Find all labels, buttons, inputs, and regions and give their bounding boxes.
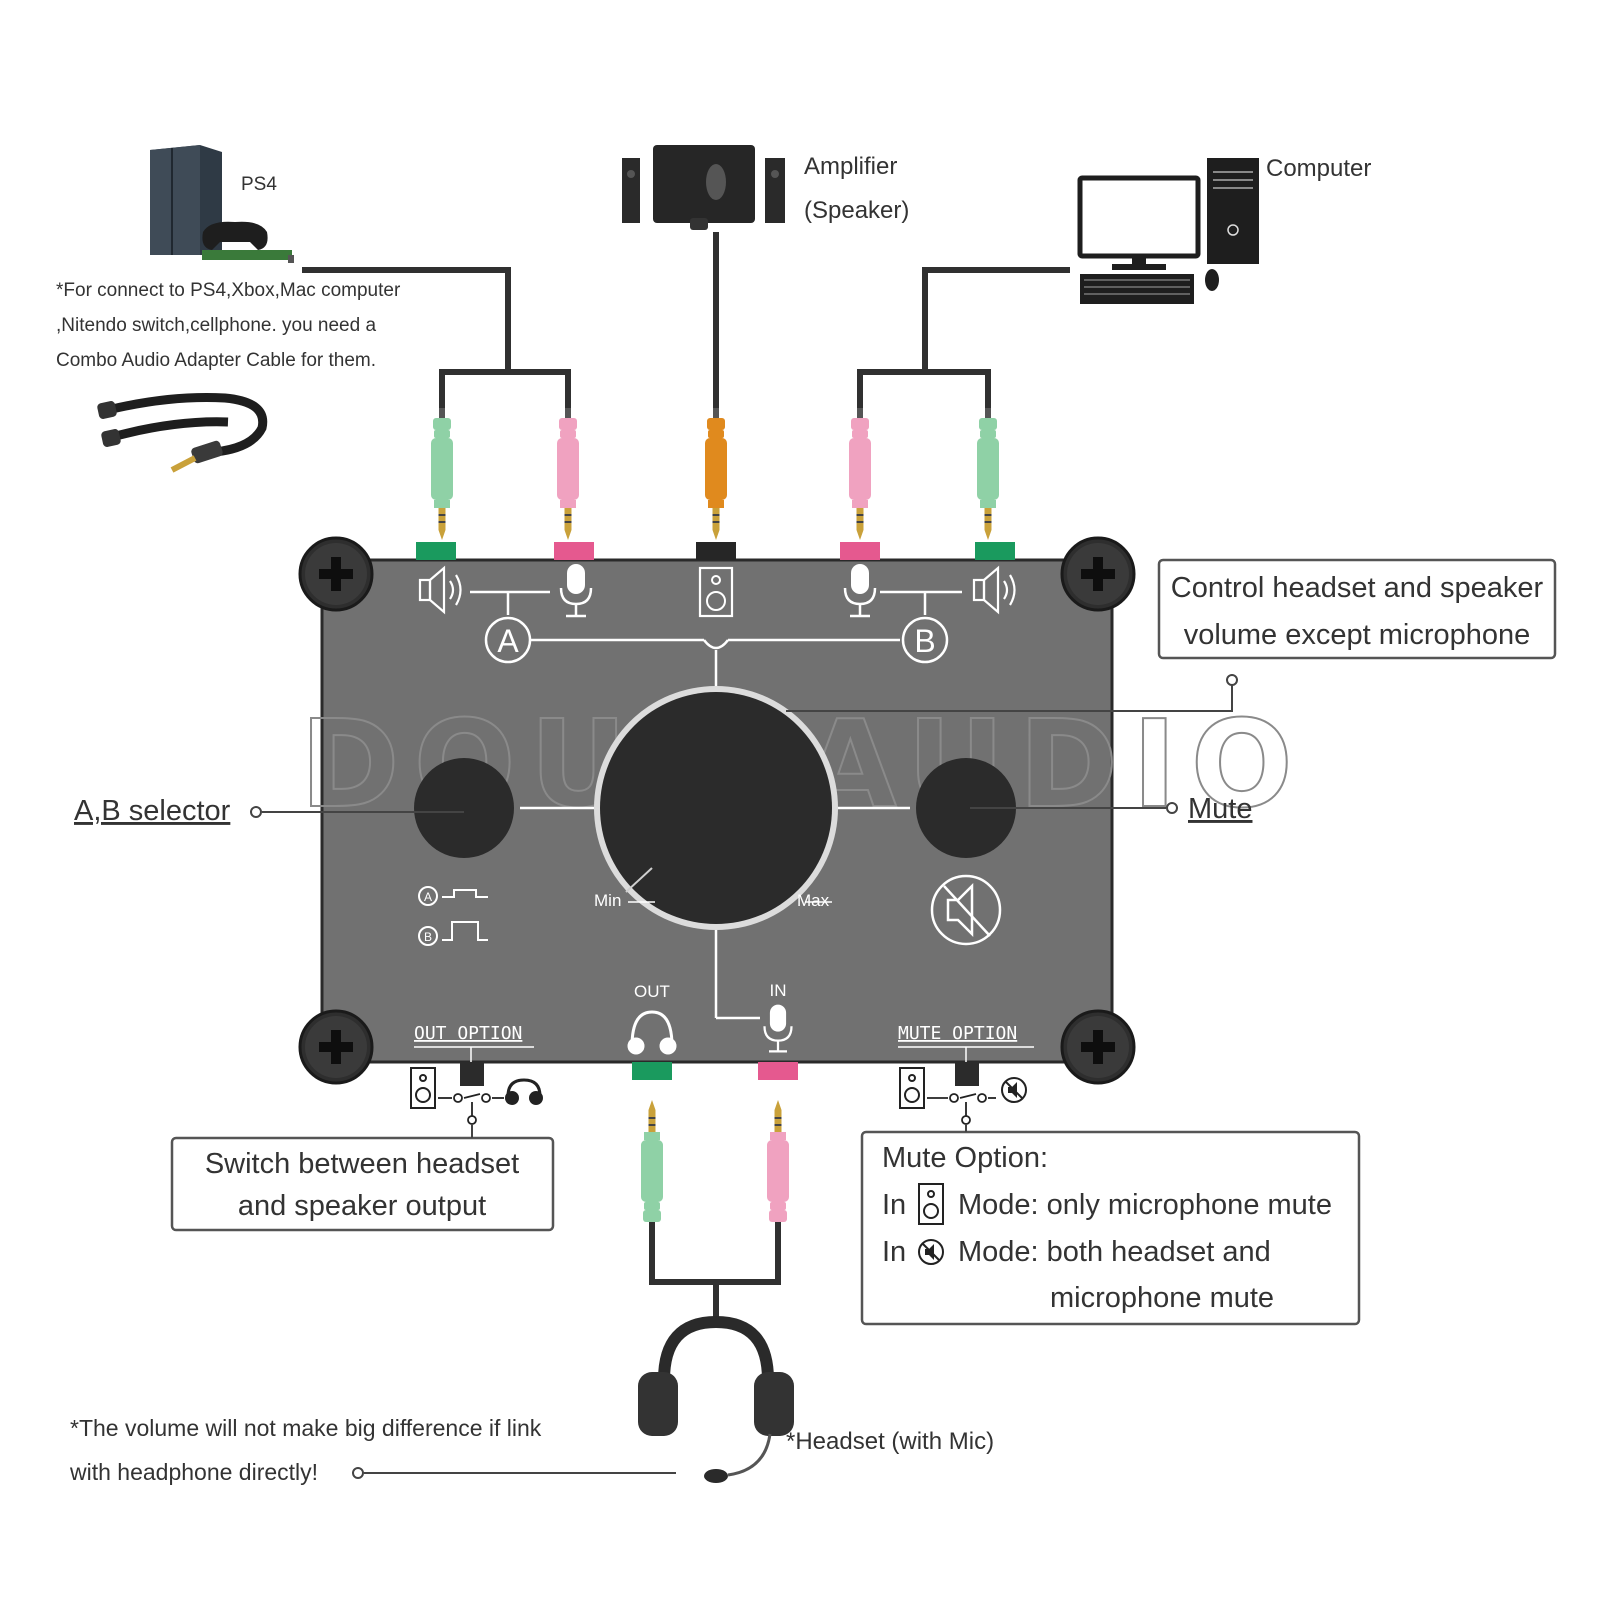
volume-callout: Control headset and speaker volume excep… <box>786 558 1557 712</box>
mute-option-callout: Mute Option: In Mode: only microphone mu… <box>860 1124 1361 1326</box>
mute-option-line-1: Mode: only microphone mute <box>958 1189 1332 1221</box>
ab-selector-callout: A,B selector <box>74 795 464 827</box>
top-cables <box>302 232 1070 422</box>
mute-option-label: MUTE OPTION <box>898 1023 1017 1044</box>
plug-green-a <box>431 408 453 540</box>
port-in-label: IN <box>770 981 787 1000</box>
plug-green-headset <box>641 1100 663 1232</box>
computer-icon <box>1077 158 1259 304</box>
channel-a-badge: A <box>484 616 532 664</box>
port-b-mic[interactable] <box>840 542 880 560</box>
panel-top-lines <box>470 590 962 1020</box>
channel-b-letter: B <box>914 623 935 659</box>
plug-pink-headset <box>767 1100 789 1232</box>
out-switch-callout-line-1: Switch between headset <box>205 1148 519 1180</box>
ps4-note-line-3: Combo Audio Adapter Cable for them. <box>56 350 376 371</box>
bottom-cables <box>649 1222 781 1322</box>
volume-indicator <box>625 867 653 893</box>
ab-selector-state-icons <box>418 886 488 946</box>
mute-option-switch-contacts <box>927 1093 996 1125</box>
port-a-mic[interactable] <box>554 542 594 560</box>
ps4-note-line-2: ,Nitendo switch,cellphone. you need a <box>56 315 376 336</box>
channel-b-badge: B <box>901 616 949 664</box>
volume-max-label: Max <box>797 891 830 910</box>
port-out-label: OUT <box>634 982 670 1001</box>
screw-top-left-icon <box>298 536 374 612</box>
screw-bottom-left-icon <box>298 1009 374 1085</box>
screw-bottom-right-icon <box>1060 1009 1136 1085</box>
mute-option-mute-icon <box>1001 1077 1027 1103</box>
mute-option-speaker-icon <box>899 1067 925 1109</box>
screw-top-right-icon <box>1060 536 1136 612</box>
port-a-headphone[interactable] <box>416 542 456 560</box>
out-switch-callout: Switch between headset and speaker outpu… <box>170 1124 555 1232</box>
mute-option-line-3: microphone mute <box>1050 1282 1274 1314</box>
mute-option-line-2: Mode: both headset and <box>958 1236 1271 1268</box>
footnote: *The volume will not make big difference… <box>69 1415 676 1485</box>
mute-option-in-2: In <box>882 1236 906 1268</box>
mute-speaker-icon <box>930 874 1002 946</box>
computer-label: Computer <box>1266 155 1371 182</box>
combo-adapter-cable-icon <box>97 393 268 473</box>
plug-pink-b <box>849 408 871 540</box>
headphone-out-icon <box>627 1010 677 1055</box>
footnote-line-2: with headphone directly! <box>69 1459 318 1485</box>
volume-callout-line-1: Control headset and speaker <box>1171 572 1544 604</box>
out-switch-callout-line-2: and speaker output <box>238 1190 486 1222</box>
out-option-label: OUT OPTION <box>414 1023 522 1044</box>
mute-option-in-1: In <box>882 1189 906 1221</box>
amplifier-sub-label: (Speaker) <box>804 197 909 224</box>
volume-knob[interactable] <box>600 692 832 924</box>
plug-green-b <box>977 408 999 540</box>
mute-option-title: Mute Option: <box>882 1142 1048 1174</box>
port-headset-out[interactable] <box>632 1062 672 1080</box>
mute-label: Mute <box>1188 793 1252 825</box>
footnote-line-1: *The volume will not make big difference… <box>70 1415 542 1441</box>
amplifier-speaker-icon <box>622 145 785 230</box>
headset-icon <box>638 1315 794 1483</box>
plug-orange-speaker <box>705 408 727 540</box>
out-option-switch[interactable] <box>460 1062 484 1086</box>
port-speaker[interactable] <box>696 542 736 560</box>
out-option-headphone-icon <box>505 1078 543 1105</box>
channel-a-letter: A <box>497 623 519 659</box>
ab-state-a-letter: A <box>424 890 432 904</box>
volume-callout-line-2: volume except microphone <box>1184 619 1531 651</box>
ps4-console-icon <box>150 145 294 263</box>
out-option-switch-contacts <box>438 1093 504 1125</box>
ab-state-b-letter: B <box>424 930 432 944</box>
mute-knob[interactable] <box>916 758 1016 858</box>
ps4-label: PS4 <box>241 174 277 195</box>
port-mic-in[interactable] <box>758 1062 798 1080</box>
mute-callout: Mute <box>970 793 1252 825</box>
volume-min-label: Min <box>594 891 621 910</box>
port-b-headphone[interactable] <box>975 542 1015 560</box>
mute-option-switch[interactable] <box>955 1062 979 1086</box>
ab-selector-knob[interactable] <box>414 758 514 858</box>
headset-label: *Headset (with Mic) <box>786 1428 994 1455</box>
plug-pink-a <box>557 408 579 540</box>
out-option-speaker-icon <box>410 1067 436 1109</box>
ab-selector-label: A,B selector <box>74 795 231 827</box>
ps4-note-line-1: *For connect to PS4,Xbox,Mac computer <box>56 280 401 301</box>
amplifier-label: Amplifier <box>804 153 897 180</box>
